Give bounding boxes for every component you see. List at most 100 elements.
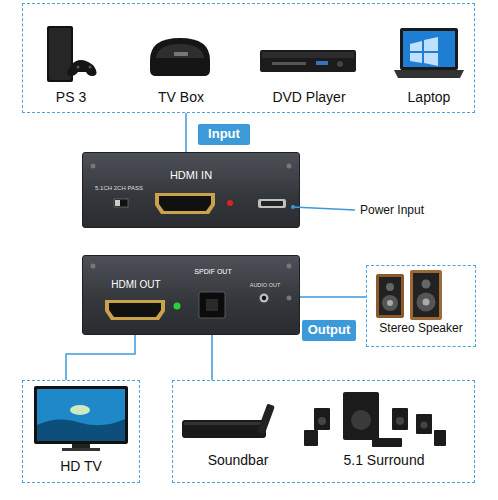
- signal-connector: [185, 113, 187, 152]
- node-label: 5.1CH 2CH PASS: [89, 185, 149, 192]
- tv-icon: [34, 386, 128, 451]
- tv-box-icon-part: [174, 52, 188, 56]
- laptop-icon-part: [403, 31, 455, 67]
- ps3-icon-part: [77, 66, 80, 69]
- output-badge: Output: [302, 320, 356, 341]
- tv-icon-part: [37, 419, 125, 441]
- soundbar-icon-part: [257, 404, 275, 435]
- input-face-ports-part: [159, 196, 211, 211]
- output-face-ports-part: [260, 294, 269, 303]
- soundbar-icon-part: [184, 422, 264, 425]
- source-group-box: PS 3 TV Box DVD Player Laptop: [22, 3, 475, 113]
- tv-box-icon-part: [150, 38, 210, 76]
- surround-icon-part: [318, 417, 326, 425]
- node-label: HD TV: [23, 459, 139, 474]
- dvd-player-icon-part: [316, 61, 328, 65]
- node-label: HDMI IN: [156, 169, 226, 181]
- annotation-label: Power Input: [360, 203, 424, 217]
- power-leader-part: [293, 207, 355, 210]
- input-face-ports-part: [115, 200, 120, 206]
- power-leader-part: [291, 205, 295, 209]
- laptop-icon-part: [400, 28, 458, 70]
- output-face-ports-part: [109, 303, 161, 317]
- node-label: 5.1 Surround: [334, 453, 434, 468]
- surround-icon-part: [314, 408, 330, 430]
- speaker-icon: [376, 270, 442, 320]
- input-face-ports-part: [155, 193, 215, 214]
- speaker-icon-part: [382, 295, 398, 311]
- node-label: Output: [302, 323, 356, 337]
- output-face-ports-part: [287, 296, 292, 301]
- tv-box: HD TV: [22, 380, 140, 483]
- soundbar-icon: [182, 404, 275, 438]
- laptop-icon-part: [394, 70, 464, 78]
- input-face-ports-part: [258, 199, 286, 208]
- speaker-icon-part: [386, 283, 394, 291]
- tv-icon-part: [72, 444, 90, 448]
- speaker-icon-part: [387, 300, 393, 306]
- speaker-icon-part: [423, 299, 430, 306]
- ps3-icon-part: [67, 60, 96, 76]
- signal-connector: [300, 296, 366, 298]
- node-label: DVD Player: [259, 90, 359, 105]
- dvd-player-icon: [260, 50, 356, 72]
- output-face-ports-part: [174, 303, 181, 310]
- node-label: SPDIF OUT: [183, 268, 243, 276]
- speaker-icon-part: [379, 277, 401, 315]
- speaker-icon-part: [422, 280, 431, 289]
- laptop-icon-part: [410, 37, 438, 66]
- speaker-icon-part: [376, 274, 404, 318]
- tv-icon-part: [34, 386, 128, 444]
- output-face-ports-part: [262, 296, 266, 300]
- node-label: Soundbar: [188, 453, 288, 468]
- dvd-player-icon-part: [337, 61, 343, 67]
- input-face-ports-part: [287, 164, 292, 169]
- node-label: Input: [198, 127, 250, 141]
- dvd-player-icon-part: [262, 52, 354, 58]
- surround-icon-part: [421, 422, 428, 429]
- speaker-box: Stereo Speaker: [366, 265, 476, 347]
- output-face-ports-part: [287, 264, 292, 269]
- signal-connector: [66, 335, 135, 380]
- input-badge: Input: [198, 124, 250, 145]
- speaker-icon-part: [413, 273, 439, 317]
- surround-icon-part: [351, 410, 371, 430]
- tv-icon-part: [62, 448, 100, 451]
- output-face-ports-part: [199, 292, 225, 318]
- surround-icon-part: [372, 438, 402, 447]
- surround-icon: [304, 392, 446, 447]
- input-face-ports-part: [227, 200, 233, 206]
- ps3-icon-part: [89, 66, 92, 69]
- laptop-icon: [394, 28, 464, 78]
- speaker-icon-part: [410, 270, 442, 320]
- power-leader: [291, 205, 355, 210]
- tv-icon-part: [37, 389, 125, 441]
- output-face-ports-part: [105, 300, 165, 320]
- tv-icon-part: [70, 405, 90, 415]
- surround-icon-part: [416, 414, 432, 434]
- node-label: TV Box: [141, 90, 221, 105]
- soundbar-icon-part: [182, 420, 266, 438]
- device-output-face: HDMI OUT SPDIF OUTAUDIO OUT: [82, 255, 300, 335]
- ps3-icon-part: [47, 26, 73, 82]
- surround-icon-part: [434, 430, 446, 446]
- tv-box-icon-part: [156, 44, 204, 58]
- ps3-icon-part: [49, 28, 71, 80]
- speaker-icon-part: [417, 293, 436, 312]
- input-face-ports-part: [114, 199, 128, 207]
- dvd-player-icon-part: [272, 62, 306, 65]
- node-label: HDMI OUT: [101, 279, 171, 290]
- node-label: AUDIO OUT: [243, 282, 287, 288]
- node-label: PS 3: [41, 90, 101, 105]
- device-input-face: 5.1CH 2CH PASS HDMI IN: [82, 152, 300, 228]
- surround-icon-part: [304, 430, 318, 446]
- node-label: Stereo Speaker: [367, 322, 475, 335]
- node-label: Laptop: [394, 90, 464, 105]
- output-face-ports-part: [91, 264, 96, 269]
- input-face-ports-part: [91, 164, 96, 169]
- audio-devices-box: Soundbar 5.1 Surround: [172, 380, 475, 483]
- output-face-ports-part: [206, 299, 218, 311]
